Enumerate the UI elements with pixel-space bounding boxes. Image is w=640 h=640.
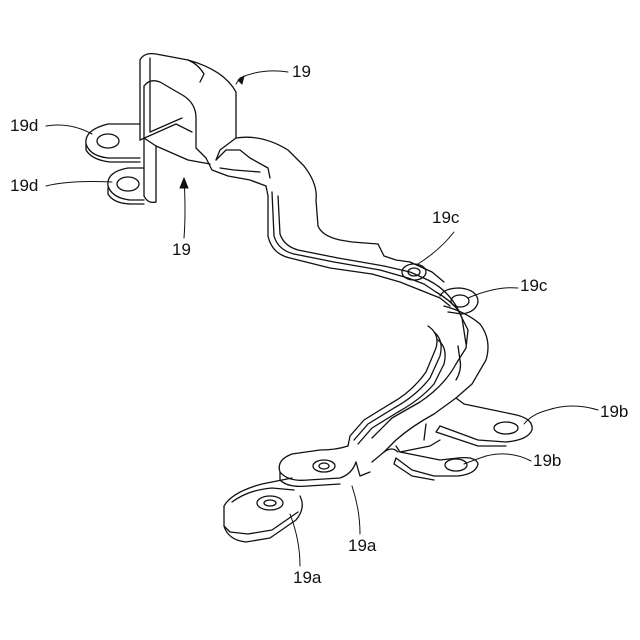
right-tabs-19b	[394, 398, 532, 480]
middle-bend	[372, 244, 488, 398]
label-19b-upper: 19b	[600, 403, 628, 420]
label-19c-upper: 19c	[432, 209, 459, 226]
lower-arm	[348, 326, 468, 462]
left-tabs-19a	[224, 446, 370, 542]
label-19d-lower: 19d	[10, 177, 38, 194]
leader-lines	[46, 71, 598, 566]
label-19-upper: 19	[292, 63, 311, 80]
label-19d-upper: 19d	[10, 117, 38, 134]
label-19a-upper: 19a	[348, 537, 376, 554]
label-19b-lower: 19b	[533, 452, 561, 469]
label-19a-lower: 19a	[293, 569, 321, 586]
label-19c-lower: 19c	[520, 277, 547, 294]
label-19-lower: 19	[172, 241, 191, 258]
upper-arm	[206, 137, 384, 274]
